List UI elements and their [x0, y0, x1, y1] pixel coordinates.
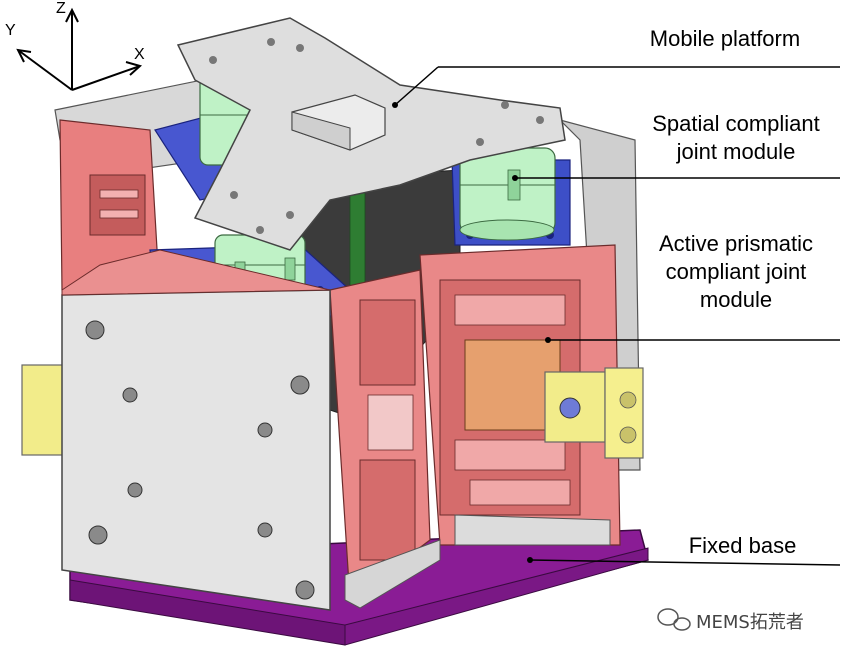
axis-label-z: Z	[56, 0, 66, 17]
leader-dots	[392, 102, 551, 563]
mobile-platform	[176, 17, 566, 251]
right-actuator-frame	[419, 244, 621, 546]
label-active-prismatic: Active prismatic compliant joint module	[658, 231, 814, 312]
front-actuator-frame	[329, 269, 431, 602]
axis-label-y: Y	[5, 22, 16, 39]
spatial-joint-right	[459, 147, 556, 241]
right-motor-mount	[544, 367, 644, 459]
label-mobile-platform: Mobile platform	[649, 26, 801, 51]
front-cover-plate	[61, 289, 331, 611]
label-spatial-joint: Spatial compliant joint module	[652, 111, 820, 164]
front-base-bracket	[344, 539, 441, 609]
watermark: MEMS拓荒者	[696, 612, 804, 633]
wechat-icon	[657, 608, 691, 631]
label-fixed-base: Fixed base	[688, 533, 797, 558]
left-pink-cap	[61, 249, 331, 296]
leader-lines	[394, 66, 841, 566]
coordinate-frame	[16, 7, 143, 91]
axis-label-x: X	[134, 46, 145, 63]
